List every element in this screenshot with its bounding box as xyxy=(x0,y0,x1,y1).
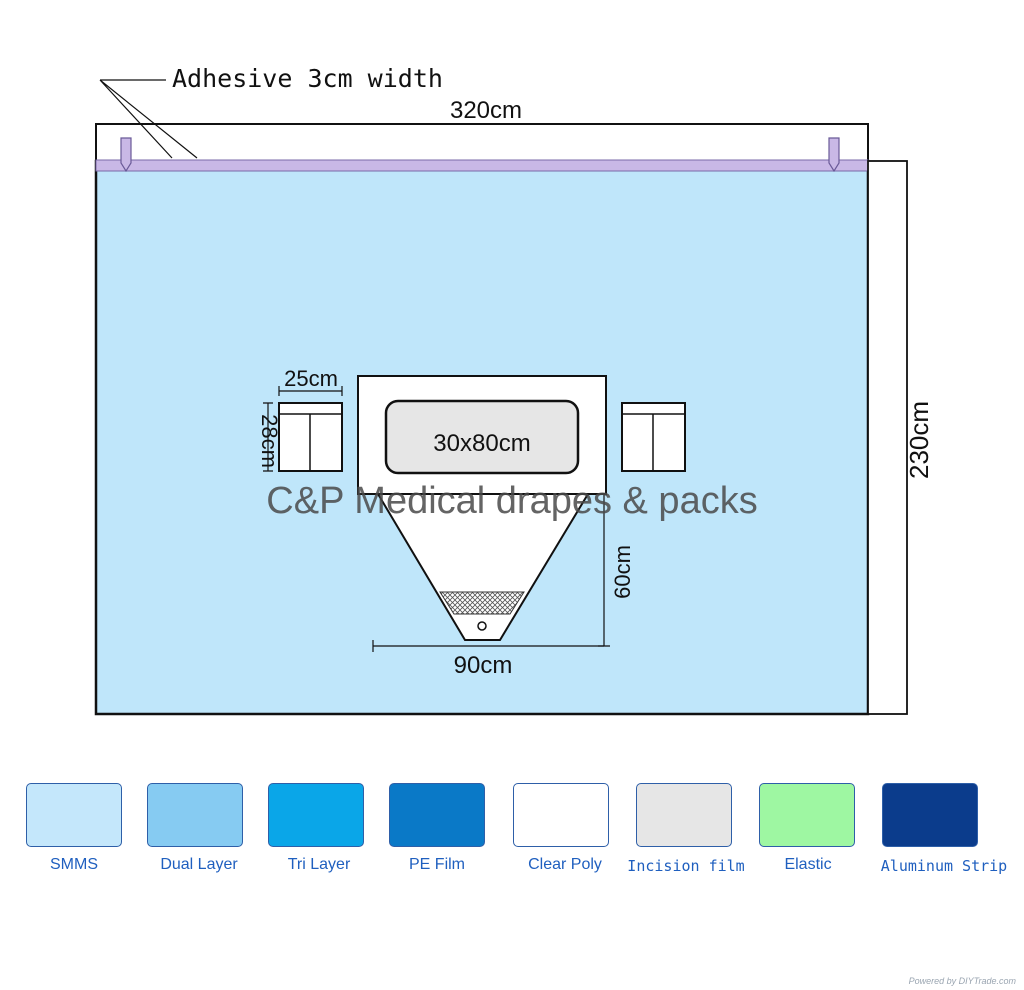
legend-label-clear-poly: Clear Poly xyxy=(528,856,602,873)
left-window xyxy=(278,402,343,472)
legend-label-dual-layer: Dual Layer xyxy=(160,856,238,873)
legend-swatch-elastic xyxy=(759,783,855,847)
legend-label-smms: SMMS xyxy=(50,856,98,873)
legend-label-pe-film: PE Film xyxy=(409,856,465,873)
legend-swatch-tri-layer xyxy=(268,783,364,847)
height-label: 230cm xyxy=(904,401,934,479)
pouch-width-marker xyxy=(372,640,604,652)
adhesive-label: Adhesive 3cm width xyxy=(172,64,443,93)
window-width-label: 25cm xyxy=(284,366,338,391)
incision-film xyxy=(384,399,580,475)
width-label: 320cm xyxy=(450,97,522,124)
legend-swatch-clear-poly xyxy=(513,783,609,847)
adhesive-pointer xyxy=(99,79,198,159)
legend-swatch-dual-layer xyxy=(147,783,243,847)
legend-swatch-smms xyxy=(26,783,122,847)
pouch-drain xyxy=(477,621,487,631)
left-tab xyxy=(120,137,132,173)
watermark: C&P Medical drapes & packs xyxy=(266,480,757,522)
legend-label-incision-film: Incision film xyxy=(627,857,745,875)
right-window xyxy=(621,402,686,472)
height-dimension-strip xyxy=(867,160,908,715)
pouch-depth-label: 60cm xyxy=(610,545,635,599)
window-width-marker xyxy=(278,386,343,396)
window-height-marker xyxy=(263,402,273,472)
adhesive-strip xyxy=(95,159,869,172)
legend-swatch-incision-film xyxy=(636,783,732,847)
drape-top-strip xyxy=(95,123,869,162)
legend-label-aluminum-strip: Aluminum Strip xyxy=(880,857,1008,875)
legend-label-elastic: Elastic xyxy=(784,856,832,873)
footer-credit: Powered by DIYTrade.com xyxy=(908,976,1016,986)
legend-label-tri-layer: Tri Layer xyxy=(287,856,351,873)
window-height-label: 28cm xyxy=(257,414,282,468)
incision-label: 30x80cm xyxy=(433,430,530,457)
legend-swatch-pe-film xyxy=(389,783,485,847)
pouch-width-label: 90cm xyxy=(454,652,513,679)
right-tab xyxy=(828,137,840,173)
legend-swatch-aluminum-strip xyxy=(882,783,978,847)
drape-diagram: Adhesive 3cm width 320cm 230cm 25cm 28cm… xyxy=(94,64,934,716)
pouch-mesh xyxy=(439,591,525,615)
